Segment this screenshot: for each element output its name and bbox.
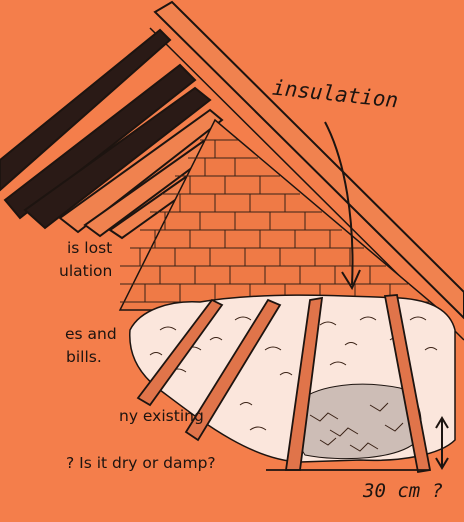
caption-line-6: ? Is it dry or damp? [66, 452, 216, 475]
caption-line-5: ny existing [119, 405, 204, 428]
caption-line-4: bills. [66, 346, 102, 369]
caption-line-1: is lost [67, 237, 112, 260]
caption-line-3: es and [65, 323, 117, 346]
depth-label: 30 cm ? [363, 480, 443, 502]
caption-line-2: ulation [59, 260, 112, 283]
